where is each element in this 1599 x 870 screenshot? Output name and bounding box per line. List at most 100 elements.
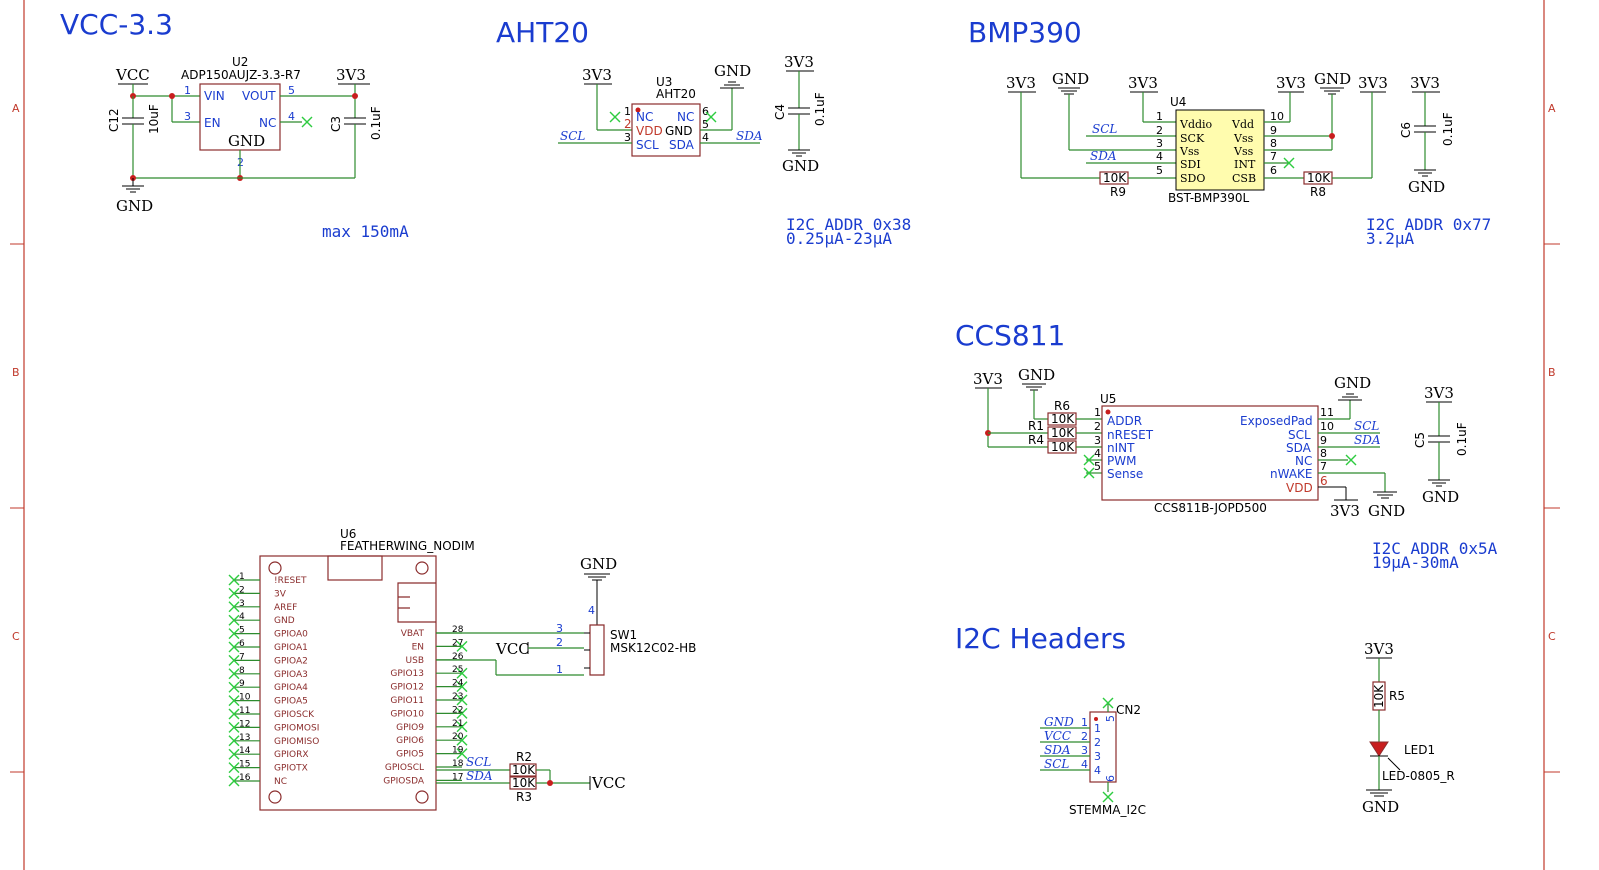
u6-right-pin-number: 17 (452, 772, 463, 782)
cn2-net-label: VCC (1044, 729, 1071, 743)
zone-label-left-a: A (12, 102, 20, 115)
power-label-gnd-led: GND (1362, 798, 1399, 816)
no-connect-mark (456, 694, 468, 706)
r8-value: 10K (1307, 171, 1331, 185)
power-label-gnd-reg: GND (116, 197, 153, 215)
u3-part: AHT20 (656, 87, 696, 101)
u6-left-pin-number: 6 (239, 639, 245, 649)
u2-part: ADP150AUJZ-3.3-R7 (181, 68, 301, 82)
power-label-gnd-ccs-a: GND (1018, 366, 1055, 384)
no-connect-mark (228, 668, 240, 680)
u6-ref: U6 (340, 527, 356, 541)
power-label-3v3-bmp-d: 3V3 (1358, 74, 1388, 92)
u5-lnum-4: 4 (1094, 447, 1101, 460)
u5-rnum-11: 11 (1320, 406, 1334, 419)
fw-net-scl: SCL (466, 755, 491, 769)
u3-ref: U3 (656, 75, 672, 89)
cn2-inner-number: 4 (1094, 764, 1101, 777)
u6-right-pin-label: GPIO5 (396, 750, 424, 760)
u4-pin-vddio: Vddio (1179, 118, 1213, 131)
power-label-vcc-pullup: VCC (591, 774, 626, 792)
u6-left-pin-number: 10 (239, 693, 251, 703)
cn2-body (1089, 711, 1117, 783)
u6-right-pin-label: GPIOSCL (385, 763, 424, 773)
no-connect-mark (228, 574, 240, 586)
u5-pin-nint: nINT (1107, 441, 1135, 455)
u3-pin-gnd: GND (665, 124, 693, 138)
r6-value: 10K (1051, 412, 1075, 426)
r4-ref: R4 (1028, 433, 1044, 447)
cn2-pin-number: 4 (1081, 758, 1088, 771)
r2-value: 10K (512, 763, 536, 777)
u4-lnum-4: 4 (1156, 150, 1163, 163)
u6-left-pin-label: GPIOA2 (274, 656, 308, 666)
c5-value: 0.1uF (1455, 422, 1469, 456)
u5-pin-sda: SDA (1286, 441, 1312, 455)
u4-body (1175, 109, 1265, 191)
u5-pin-exposedpad: ExposedPad (1240, 414, 1313, 428)
r5-value: 10K (1372, 684, 1386, 708)
u6-right-pin-number: 24 (452, 679, 464, 689)
u6-right-pin-number: 20 (452, 732, 464, 742)
u5-rnum-10: 10 (1320, 420, 1334, 433)
u4-rnum-8: 8 (1270, 137, 1277, 150)
u6-left-pin-label: GPIOSCK (274, 710, 315, 720)
u4-lnum-3: 3 (1156, 137, 1163, 150)
u6-usb-outline (327, 555, 383, 581)
no-connect-mark (228, 641, 240, 653)
vcc-note: max 150mA (322, 222, 409, 241)
u6-left-pin-number: 15 (239, 760, 250, 770)
u2-pin4: 4 (288, 110, 295, 123)
u5-pin-nwake: nWAKE (1270, 467, 1312, 481)
cn2-net-label: SDA (1044, 743, 1071, 757)
bmp390-note-addr: I2C ADDR 0x77 (1366, 215, 1491, 234)
u6-right-pin-number: 21 (452, 719, 463, 729)
no-connect-mark (228, 775, 240, 787)
u5-rnum-6: 6 (1320, 474, 1328, 488)
ccs-net-scl: SCL (1354, 419, 1379, 433)
no-connect-mark (228, 601, 240, 613)
power-label-gnd-c5: GND (1422, 488, 1459, 506)
r9-value: 10K (1103, 171, 1127, 185)
u5-pin-pwm: PWM (1107, 454, 1136, 468)
u6-left-pin-label: GPIOMOSI (274, 723, 319, 733)
u4-lnum-5: 5 (1156, 164, 1163, 177)
u3-pin3: 3 (624, 131, 631, 144)
u5-pin-vdd: VDD (1286, 481, 1313, 495)
u3-pin5: 5 (702, 118, 709, 131)
no-connect-mark (456, 667, 468, 679)
u6-left-pin-label: NC (274, 777, 287, 787)
cn2-pin-number: 1 (1081, 716, 1088, 729)
u6-right-pin-label: GPIO11 (390, 696, 424, 706)
u3-pin2: 2 (624, 117, 632, 131)
zone-label-right-a: A (1548, 102, 1556, 115)
no-connect-mark (228, 614, 240, 626)
u6-right-pin-label: VBAT (401, 629, 425, 639)
u2-pin1: 1 (184, 84, 191, 97)
power-label-3v3-c5: 3V3 (1424, 384, 1454, 402)
r1-ref: R1 (1028, 419, 1044, 433)
u6-left-pin-label: GPIOA0 (274, 630, 308, 640)
u5-body (1101, 405, 1319, 501)
power-label-gnd-c4: GND (782, 157, 819, 175)
u2-pin-gnd: GND (228, 132, 265, 150)
u6-right-pins: 28VBAT27EN26USB25GPIO1324GPIO1223GPIO112… (383, 625, 468, 786)
u6-right-pin-label: GPIOSDA (383, 776, 425, 786)
u3-pin-nc-r: NC (677, 110, 694, 124)
no-connect-mark (456, 734, 468, 746)
sw1-pin1: 1 (556, 663, 563, 676)
ccs-net-sda: SDA (1354, 433, 1381, 447)
u4-rnum-7: 7 (1270, 150, 1277, 163)
u5-lnum-1: 1 (1094, 406, 1101, 419)
u2-pin5: 5 (288, 84, 295, 97)
feather-pullups-block: SCL SDA 10K 10K R2 R3 VCC (436, 750, 626, 804)
u3-pin1: 1 (624, 105, 631, 118)
u6-left-pin-number: 2 (239, 585, 245, 595)
u5-lnum-5: 5 (1094, 460, 1101, 473)
aht-net-scl: SCL (560, 129, 585, 143)
u6-left-pin-label: GPIOA1 (274, 643, 308, 653)
